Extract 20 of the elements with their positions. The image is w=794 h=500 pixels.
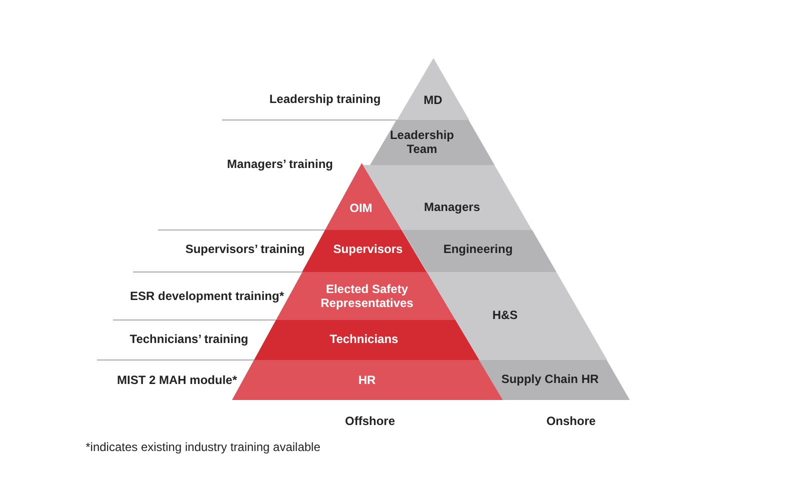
level-training-label: Leadership training	[269, 92, 381, 106]
segment-label: Elected Safety Representatives	[320, 282, 414, 310]
segment-label: OIM	[348, 201, 374, 215]
segment-label: Managers	[422, 200, 481, 214]
segment-label: Technicians	[328, 332, 400, 346]
segment-label: Supervisors	[332, 242, 404, 256]
footnote: *indicates existing industry training available	[86, 440, 320, 454]
segment-label: Leadership Team	[388, 128, 455, 156]
segment-label: H&S	[491, 308, 519, 322]
level-training-label: MIST 2 MAH module*	[117, 373, 237, 387]
column-label: Onshore	[546, 414, 596, 428]
level-training-label: Technicians’ training	[130, 332, 248, 346]
segment-label: Supply Chain HR	[500, 372, 600, 386]
level-training-label: ESR development training*	[130, 289, 284, 303]
segment-label: HR	[357, 373, 377, 387]
level-training-label: Supervisors’ training	[185, 242, 305, 256]
column-label: Offshore	[345, 414, 395, 428]
segment-label: MD	[422, 93, 444, 107]
segment-label: Engineering	[442, 242, 514, 256]
level-training-label: Managers’ training	[226, 157, 334, 171]
